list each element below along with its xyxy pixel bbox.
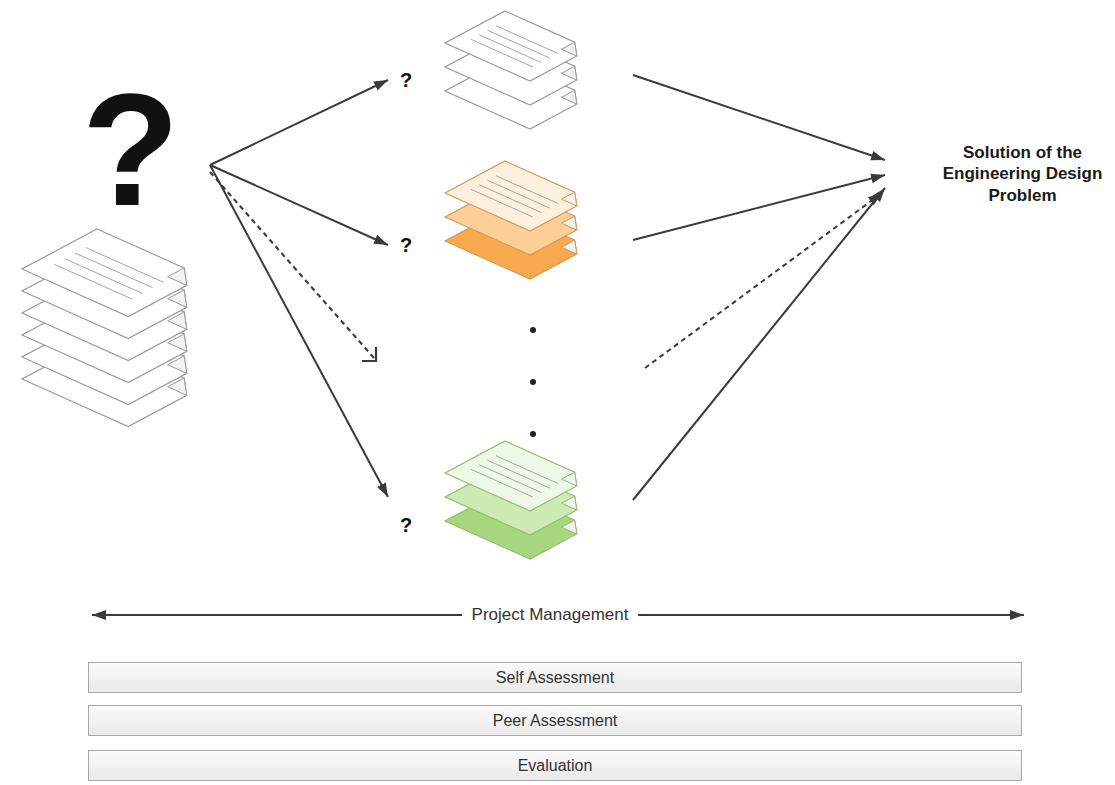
assessment-bar: Evaluation [88, 750, 1022, 781]
sheet-fold [562, 66, 577, 80]
text-line [75, 253, 153, 288]
flow-arrow [633, 188, 885, 500]
document-stack-art [443, 10, 592, 132]
text-line [479, 185, 541, 213]
question-mark: ? [400, 70, 412, 90]
text-line [496, 456, 558, 484]
text-line [488, 180, 550, 208]
sheet-outline [445, 161, 577, 231]
sheet-fold [562, 520, 577, 534]
document-stack-art [443, 160, 592, 282]
axis-label: Project Management [462, 604, 639, 626]
document-stack: ? [388, 158, 633, 285]
text-line [496, 26, 558, 54]
sheet-outline [445, 11, 577, 81]
sheet-fold [562, 192, 577, 206]
sheet-fold [562, 42, 577, 56]
ellipsis-dot [530, 431, 536, 437]
document-stack: ? [15, 70, 210, 432]
ellipsis-dot [530, 327, 536, 333]
flow-arrow [210, 165, 388, 497]
dashed-arrow [210, 172, 374, 358]
text-line [471, 469, 533, 497]
assessment-bar: Peer Assessment [88, 705, 1022, 736]
text-line [479, 465, 541, 493]
sheet-fold [562, 240, 577, 254]
flow-arrow [633, 175, 885, 240]
question-mark: ? [400, 235, 412, 255]
text-line [54, 264, 132, 299]
document-sheet [22, 229, 187, 317]
solution-text: Solution of the Engineering Design Probl… [935, 142, 1110, 206]
flow-arrow [210, 80, 388, 165]
text-line [65, 259, 143, 294]
sheet-fold [168, 268, 187, 285]
text-line [496, 176, 558, 204]
solution-label: Solution of the Engineering Design Probl… [885, 138, 1110, 210]
document-stack-art [443, 440, 592, 562]
sheet-fold [562, 472, 577, 486]
bar-label: Evaluation [89, 751, 1021, 780]
assessment-bar: Self Assessment [88, 662, 1022, 693]
sheet-fold [562, 216, 577, 230]
document-stack: ? [388, 438, 633, 565]
sheet-outline [22, 229, 187, 317]
sheet-fold [562, 90, 577, 104]
document-sheet [445, 441, 577, 511]
question-mark: ? [400, 515, 412, 535]
label-slot: Project Management [300, 604, 800, 626]
ellipsis-dot [530, 379, 536, 385]
sheet-outline [445, 441, 577, 511]
text-line [86, 248, 164, 283]
text-line [471, 189, 533, 217]
bar-label: Peer Assessment [89, 706, 1021, 735]
flow-arrow [210, 165, 388, 245]
text-line [471, 39, 533, 67]
document-sheet [445, 161, 577, 231]
flow-arrow [633, 75, 885, 160]
question-mark: ? [15, 70, 210, 230]
sheet-fold [562, 496, 577, 510]
dashed-arrow [645, 193, 882, 368]
document-stack-art [20, 228, 205, 430]
corner-arrowhead [362, 347, 376, 361]
text-line [479, 35, 541, 63]
document-stack: ? [388, 8, 633, 135]
bar-label: Self Assessment [89, 663, 1021, 692]
text-line [488, 30, 550, 58]
text-line [488, 460, 550, 488]
document-sheet [445, 11, 577, 81]
